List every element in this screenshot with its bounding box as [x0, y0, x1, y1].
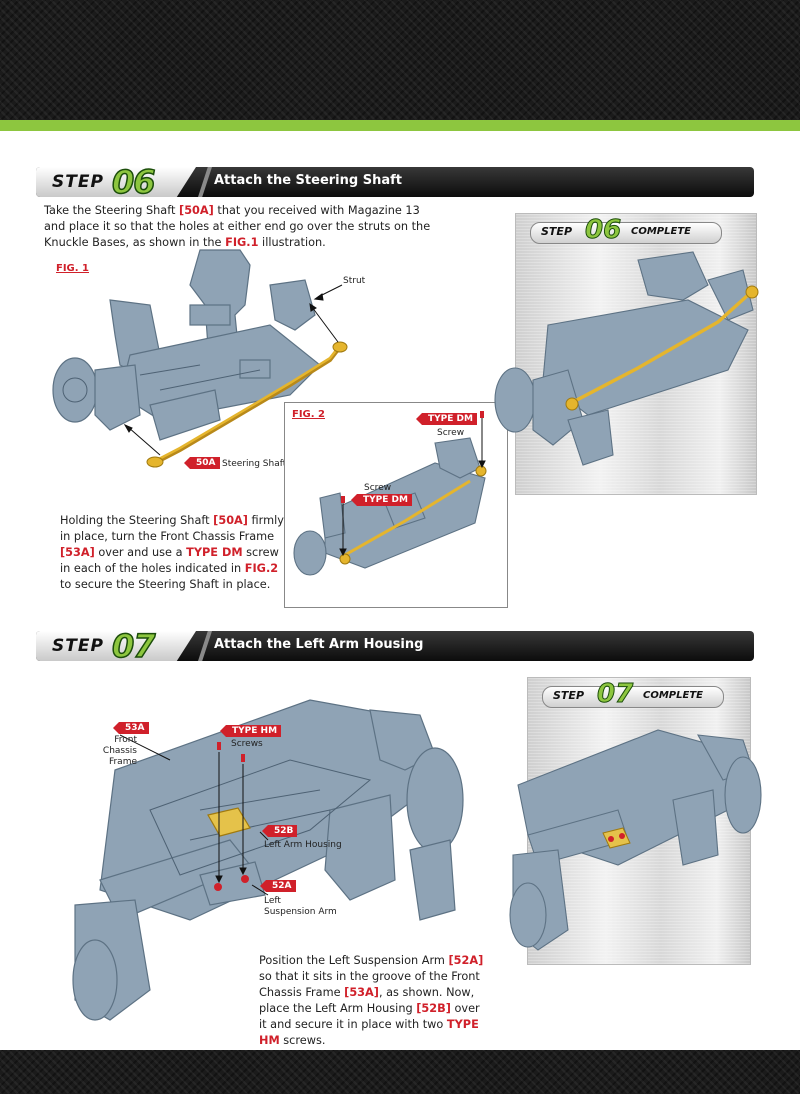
- step06-second-text: Holding the Steering Shaft [50A] firmly …: [60, 513, 285, 593]
- fig1-chassis-illustration: [52, 249, 348, 468]
- second-text-2: firmly in place, turn the Front Chassis …: [60, 514, 284, 543]
- label-52a-line1: Left: [264, 896, 281, 906]
- step07-number: 07: [111, 631, 156, 661]
- step06-badge: [36, 167, 196, 197]
- intro-text-3: illustration.: [258, 236, 326, 249]
- tag-type-dm-right: TYPE DM: [416, 413, 477, 425]
- second-text-4: screw in each of the holes indicated in: [60, 546, 279, 575]
- complete-step-number: 06: [584, 215, 622, 246]
- strut-label: Strut: [343, 276, 366, 286]
- ref-fig2: FIG.2: [244, 562, 279, 575]
- tag-type-hm: TYPE HM: [219, 725, 282, 737]
- step07-badge: [36, 631, 196, 661]
- step07-title: Attach the Left Arm Housing: [214, 637, 424, 652]
- body-text-3: , as shown. Now, place the Left Arm Hous…: [259, 986, 475, 1015]
- step06-word: STEP: [52, 172, 104, 192]
- complete-word: COMPLETE: [643, 690, 703, 701]
- body-text-4: over it and secure it in place with two: [259, 1002, 480, 1031]
- tag-50a: 50A: [184, 457, 220, 469]
- ref-fig1: FIG.1: [225, 236, 259, 249]
- second-text-3: over and use a: [94, 546, 187, 559]
- step07-complete-illustration: [509, 729, 762, 951]
- step06-header: STEP 06 Attach the Steering Shaft: [36, 167, 754, 197]
- ref-53a: [53A]: [60, 546, 95, 559]
- body-text-5: screws.: [279, 1034, 326, 1047]
- complete-step-word: STEP: [541, 225, 573, 238]
- step06-title: Attach the Steering Shaft: [214, 173, 402, 188]
- body-text-1: Position the Left Suspension Arm: [259, 954, 449, 967]
- second-text-1: Holding the Steering Shaft: [60, 514, 214, 527]
- step06-complete-illustration: [494, 251, 759, 466]
- fig1-label: FIG. 1: [56, 263, 89, 274]
- body-text-2: so that it sits in the groove of the Fro…: [259, 970, 480, 999]
- ref-52b: [52B]: [416, 1002, 451, 1015]
- intro-text-1: Take the Steering Shaft: [44, 204, 180, 217]
- ref-52a: [52A]: [448, 954, 484, 967]
- step07-body-text: Position the Left Suspension Arm [52A] s…: [259, 953, 489, 1049]
- ref-50a-2: [50A]: [213, 514, 248, 527]
- step06-intro-text: Take the Steering Shaft [50A] that you r…: [44, 203, 444, 251]
- ref-53a-2: [53A]: [344, 986, 379, 999]
- top-carbon-band: [0, 0, 800, 120]
- green-stripe: [0, 120, 800, 131]
- bottom-carbon-band: [0, 1050, 800, 1094]
- header-slash: [198, 631, 212, 661]
- header-slash: [198, 167, 212, 197]
- step06-number: 06: [111, 167, 156, 197]
- step07-header: STEP 07 Attach the Left Arm Housing: [36, 631, 754, 661]
- screw-label-right: Screw: [437, 428, 465, 438]
- steering-shaft-label: Steering Shaft: [222, 459, 287, 469]
- label-52a-line2: Suspension Arm: [264, 907, 337, 917]
- step07-word: STEP: [52, 636, 104, 656]
- complete-step-number: 07: [596, 679, 634, 710]
- ref-type-dm: TYPE DM: [186, 546, 243, 559]
- screw-label-left: Screw: [364, 483, 392, 493]
- label-53a-line2: Frame: [108, 757, 137, 767]
- tag-52a: 52A: [260, 880, 296, 892]
- tag-52b: 52B: [261, 825, 298, 837]
- complete-word: COMPLETE: [631, 226, 691, 237]
- second-text-5: to secure the Steering Shaft in place.: [60, 578, 271, 591]
- label-52b: Left Arm Housing: [264, 840, 342, 850]
- tag-type-dm-left: TYPE DM: [351, 494, 412, 506]
- intro-text-2: that you received with Magazine 13 and p…: [44, 204, 431, 249]
- ref-type-hm: TYPE HM: [259, 1018, 479, 1047]
- label-53a-line1: Front Chassis: [102, 735, 137, 756]
- label-type-hm-screws: Screws: [231, 739, 263, 749]
- complete-step-word: STEP: [553, 689, 585, 702]
- step07-complete-badge: STEP 07 COMPLETE: [542, 679, 724, 710]
- step06-complete-badge: STEP 06 COMPLETE: [530, 215, 722, 246]
- tag-53a: 53A: [113, 722, 149, 734]
- fig2-label: FIG. 2: [292, 409, 325, 420]
- step07-chassis-illustration: [72, 699, 464, 1021]
- ref-50a: [50A]: [179, 204, 214, 217]
